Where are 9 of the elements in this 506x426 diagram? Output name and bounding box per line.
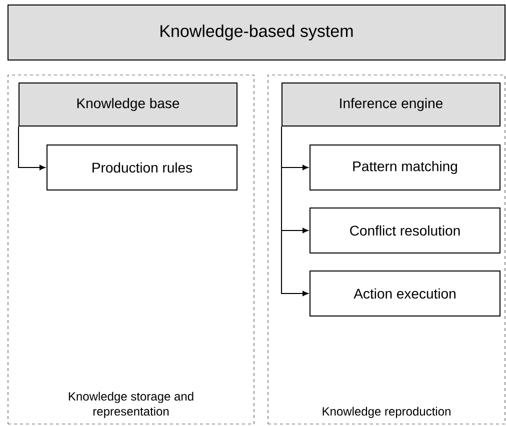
process-box: Action execution <box>310 270 500 316</box>
header-box: Knowledge base <box>18 82 238 126</box>
header-box: Inference engine <box>282 82 500 126</box>
arrow <box>281 126 308 296</box>
arrow <box>18 126 46 170</box>
process-box: Pattern matching <box>310 144 500 190</box>
process-box: Production rules <box>46 144 238 190</box>
title-box: Knowledge-based system <box>8 4 506 60</box>
process-box: Conflict resolution <box>310 208 500 254</box>
